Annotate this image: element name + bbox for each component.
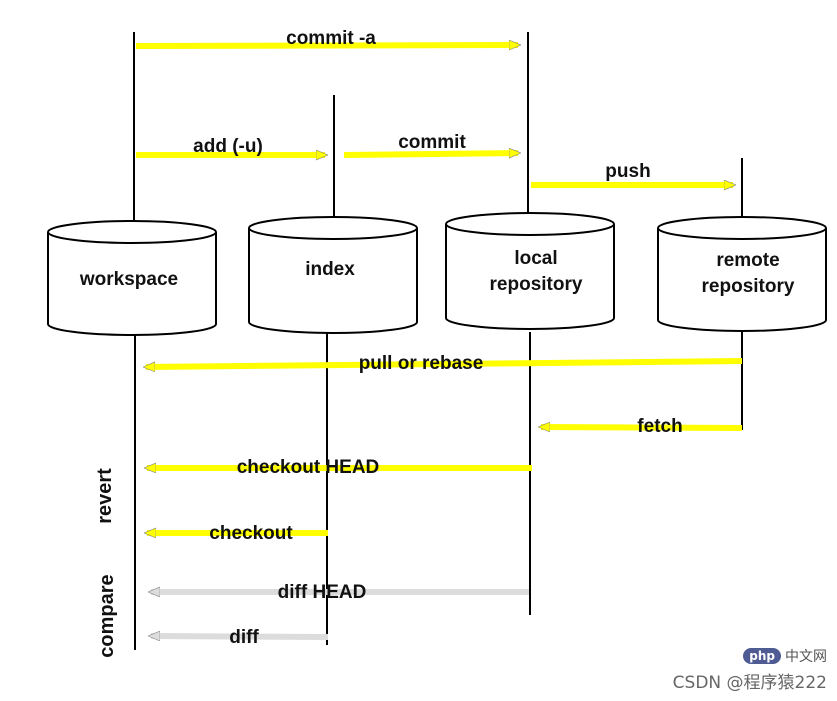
remote-repository-line2: repository [702,276,795,297]
label-commit-a: commit -a [286,28,376,49]
remote-repository-node: remote repository [657,216,827,332]
label-add: add (-u) [193,136,263,157]
workspace-node: workspace [47,220,217,336]
arrow-diff [151,636,329,637]
arrow-pull-or-rebase [146,358,743,367]
arrow-fetch [541,427,743,428]
local-repository-line2: repository [490,274,583,295]
php-logo: php [743,648,781,664]
watermark-site: 中文网 [785,649,827,665]
arrow-labels: commit -a add (-u) commit push pull or r… [193,28,683,648]
lifelines [133,32,743,650]
label-push: push [605,161,650,182]
arrow-commit-a [135,45,518,46]
watermark: php 中文网 CSDN @程序猿222 [673,646,827,693]
label-pull-or-rebase: pull or rebase [359,353,484,374]
remote-repository-line1: remote [716,250,779,271]
local-repository-node: local repository [445,212,615,330]
arrow-commit [343,153,518,155]
index-label: index [305,259,355,280]
label-commit: commit [398,132,466,153]
label-checkout-head: checkout HEAD [237,457,380,478]
label-fetch: fetch [637,416,682,437]
index-node: index [248,216,418,334]
watermark-author: CSDN @程序猿222 [672,673,827,693]
group-label-revert: revert [94,468,116,524]
workspace-label: workspace [79,269,178,290]
group-label-compare: compare [96,574,118,657]
label-diff: diff [229,627,259,648]
local-repository-line1: local [514,248,557,269]
label-checkout: checkout [209,523,293,544]
label-diff-head: diff HEAD [278,582,367,603]
arrows [135,45,743,637]
